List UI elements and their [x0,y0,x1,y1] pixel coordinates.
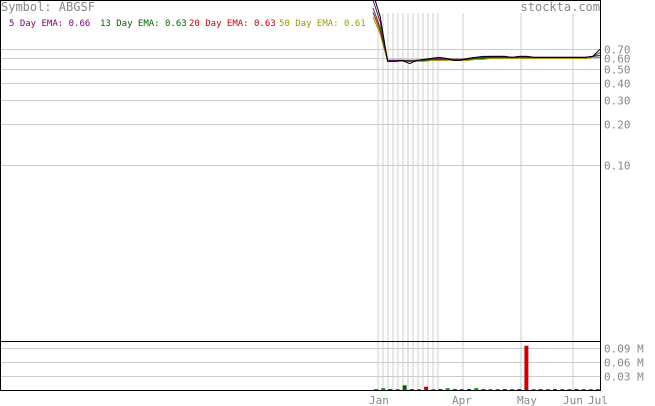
y-tick-label: 0.50 [604,64,631,77]
volume-bar [481,389,486,390]
volume-bar [424,386,429,390]
series-line-13-day-ema [372,7,600,61]
y-tick-label: 0.40 [604,78,631,91]
volume-bar [467,389,472,390]
ema-13-label: 13 Day EMA: 0.63 [100,19,187,29]
x-tick-label: May [517,394,537,406]
y-tick-label: 0.10 [604,160,631,173]
series-line-5-day-ema [372,1,600,62]
volume-bar [510,389,515,390]
x-tick-label: Jan [369,394,389,406]
y-tick-label: 0.60 [604,53,631,66]
volume-bar [402,385,407,390]
volume-bar [517,389,522,390]
volume-bar [495,389,500,390]
volume-bar [531,389,536,390]
volume-panel-frame [0,341,601,391]
volume-bar [488,389,493,390]
volume-bar [588,389,593,390]
x-tick-label: Jul [588,394,608,406]
volume-bar [459,389,464,390]
volume-bar [524,345,529,390]
volume-bar [581,389,586,390]
volume-tick-label: 0.09 M [604,343,644,356]
price-panel-frame [0,0,601,342]
site-name[interactable]: stockta.com [520,0,600,14]
ema-50-label: 50 Day EMA: 0.61 [279,19,366,29]
series-line-50-day-ema [372,16,600,62]
series-line-price [374,1,600,65]
symbol-label: Symbol: ABGSF [1,0,95,14]
y-tick-label: 0.70 [604,44,631,57]
volume-bar [596,389,600,390]
ema-20-label: 20 Day EMA: 0.63 [189,19,276,29]
volume-bar [381,388,386,390]
y-tick-label: 0.20 [604,119,631,132]
volume-bar [452,389,457,390]
x-tick-label: Apr [452,394,472,406]
x-tick-label: Jun [563,394,583,406]
volume-bar [409,389,414,390]
volume-bar [438,389,443,390]
volume-bar [417,389,421,390]
volume-bar [474,388,479,390]
ema-5-label: 5 Day EMA: 0.66 [9,19,91,29]
volume-bar [445,388,450,390]
volume-bar [538,389,543,390]
volume-bar [567,389,572,390]
volume-bar [431,389,436,390]
y-tick-label: 0.30 [604,95,631,108]
volume-tick-label: 0.06 M [604,357,644,370]
volume-bar [388,389,393,390]
volume-bar [374,389,378,390]
volume-bar [545,389,550,390]
series-line-20-day-ema [372,12,600,61]
volume-tick-label: 0.03 M [604,371,644,384]
volume-bar [502,389,507,390]
volume-bar [574,389,579,390]
volume-bar [553,389,557,390]
volume-bar [560,389,565,390]
volume-bar [395,389,400,390]
